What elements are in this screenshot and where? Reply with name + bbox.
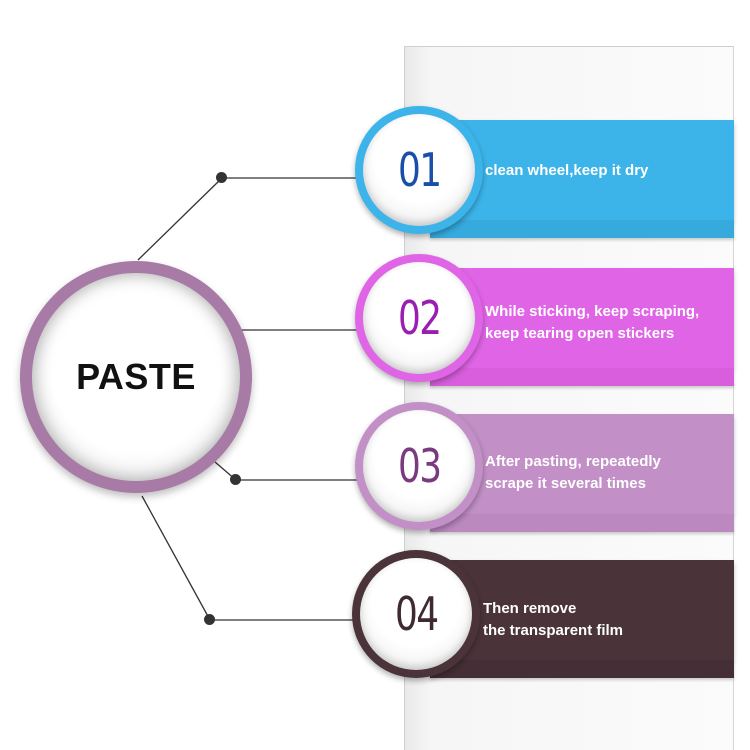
step-2-line-1: While sticking, keep scraping, <box>485 303 700 320</box>
step-2-number: 02 <box>397 291 442 345</box>
connector-1-diagonal <box>137 177 223 261</box>
step-3-text: After pasting, repeatedly scrape it seve… <box>485 451 661 495</box>
step-4-band-top <box>430 560 734 660</box>
step-4-line-2: the transparent film <box>483 622 624 639</box>
step-4-circle-inner: 04 <box>360 558 472 670</box>
step-3-circle-inner: 03 <box>363 410 475 522</box>
step-4-number: 04 <box>394 587 439 641</box>
step-3-band-bottom <box>430 514 734 532</box>
step-2-circle: 02 <box>355 254 483 382</box>
step-4-band-bottom <box>430 660 734 678</box>
step-4-text: Then remove the transparent film <box>483 598 623 642</box>
step-3-line-2: scrape it several times <box>485 475 646 492</box>
step-3-band <box>430 414 734 532</box>
step-2-text: While sticking, keep scraping, keep tear… <box>485 301 699 345</box>
connector-dot-1 <box>216 172 227 183</box>
step-4-circle: 04 <box>352 550 480 678</box>
step-1-band-bottom <box>430 220 734 238</box>
step-3-number: 03 <box>397 439 442 493</box>
connector-dot-4 <box>204 614 215 625</box>
paste-hub-inner: PASTE <box>32 273 240 481</box>
step-3-circle: 03 <box>355 402 483 530</box>
hub-label: PASTE <box>76 356 196 397</box>
paste-hub-circle: PASTE <box>20 261 252 493</box>
step-2-circle-inner: 02 <box>363 262 475 374</box>
step-4-band <box>430 560 734 678</box>
step-1-text: clean wheel,keep it dry <box>485 160 648 182</box>
step-2-line-2: keep tearing open stickers <box>485 325 675 342</box>
step-1-line-1: clean wheel,keep it dry <box>485 162 649 179</box>
connector-dot-3 <box>230 474 241 485</box>
step-1-circle-inner: 01 <box>363 114 475 226</box>
step-4-line-1: Then remove <box>483 600 577 617</box>
step-2-band-bottom <box>430 368 734 386</box>
step-3-line-1: After pasting, repeatedly <box>485 453 661 470</box>
connector-4-diagonal <box>141 495 211 621</box>
step-1-circle: 01 <box>355 106 483 234</box>
step-1-number: 01 <box>397 143 442 197</box>
